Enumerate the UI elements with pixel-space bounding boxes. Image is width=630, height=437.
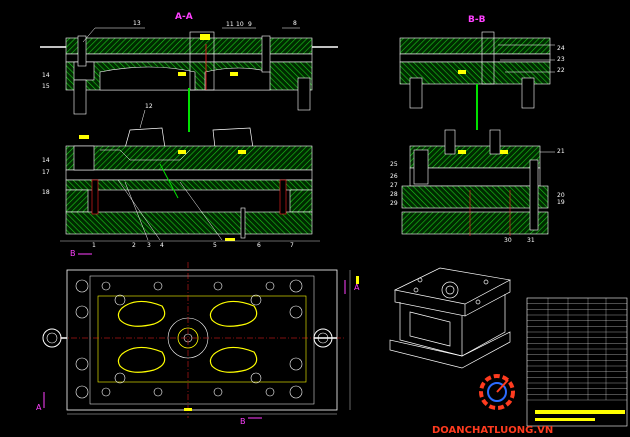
callout-3: 3 [147,242,151,249]
aa-top-callouts: 13 11 10 9 8 14 15 [42,20,300,90]
bb-callouts: 24 23 22 21 20 19 25 26 27 28 29 30 31 [390,44,565,244]
callout-22: 22 [557,67,565,74]
section-bb-title: B-B [468,15,486,25]
callout-21: 21 [557,148,565,155]
callout-9: 9 [248,21,252,28]
callout-13: 13 [133,20,141,27]
section-bb-view: B-B 24 23 22 21 20 19 25 26 27 28 [390,15,565,244]
callout-18: 18 [42,189,50,196]
callout-24: 24 [557,45,565,52]
callout-6: 6 [257,242,261,249]
aa-bottom-callouts: 14 17 18 1 2 3 4 5 6 7 [42,157,294,249]
callout-28: 28 [390,191,398,198]
watermark-text: DOANCHATLUONG.VN [432,425,553,436]
callout-8: 8 [293,20,297,27]
callout-2: 2 [132,242,136,249]
callout-12: 12 [145,103,153,110]
section-aa-title: A-A [175,12,193,22]
callout-4: 4 [160,242,164,249]
callout-7: 7 [290,242,294,249]
callout-17: 17 [42,169,50,176]
section-mark-a-left: A [36,403,42,412]
callout-27: 27 [390,182,398,189]
section-markers: A A B B [36,249,360,426]
section-aa-bottom-view: 12 14 17 18 1 2 3 4 5 6 7 [42,103,320,249]
callout-26: 26 [390,173,398,180]
callout-20: 20 [557,192,565,199]
title-block [526,297,628,427]
section-mark-b-left: B [70,249,76,258]
section-mark-b-bottom: B [240,417,246,426]
callout-1: 1 [92,242,96,249]
section-aa-top-view: A-A 13 11 10 9 8 14 15 [40,12,338,132]
callout-14: 14 [42,157,50,164]
callout-11: 11 [226,21,234,28]
callout-31: 31 [527,237,535,244]
watermark-logo: DOANCHATLUONG.VN [432,374,553,436]
callout-15: 15 [42,83,50,90]
callout-19: 19 [557,199,565,206]
callout-14-top: 14 [42,72,50,79]
section-mark-a-right: A [354,283,360,292]
callout-10: 10 [236,21,244,28]
callout-23: 23 [557,56,565,63]
plan-view: A A B B [36,249,360,426]
callout-30: 30 [504,237,512,244]
callout-5: 5 [213,242,217,249]
isometric-view [389,267,512,369]
callout-29: 29 [390,200,398,207]
callout-25: 25 [390,161,398,168]
